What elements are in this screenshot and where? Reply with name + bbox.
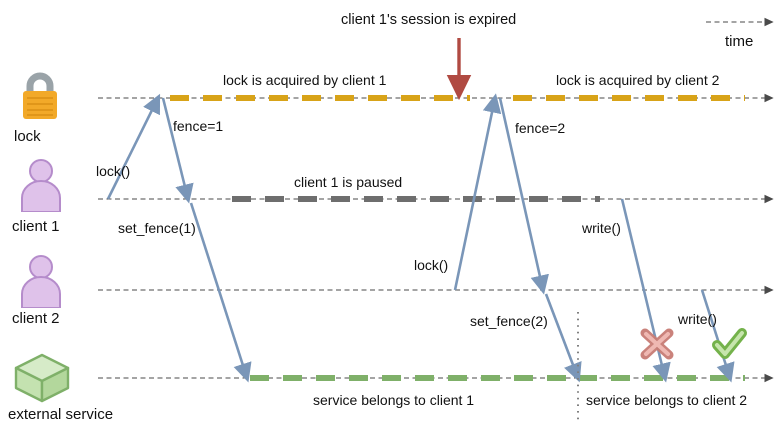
cube-icon: [12, 352, 72, 409]
segment-label-lock-client2: lock is acquired by client 2: [556, 72, 720, 88]
segment-label-service-client1: service belongs to client 1: [313, 392, 475, 408]
segment-label-client1-paused: client 1 is paused: [294, 174, 403, 190]
expired-annotation-label: client 1's session is expired: [341, 12, 517, 28]
message-label-set-fence-1: set_fence(1): [118, 220, 196, 236]
arrow-fence2-response: [498, 97, 549, 295]
segment-label-service-client2: service belongs to client 2: [586, 392, 748, 408]
arrow-lock2-request: [453, 93, 502, 291]
message-label-set-fence-2: set_fence(2): [470, 313, 548, 329]
lane-label-client-2: client 2: [12, 310, 60, 327]
padlock-icon: [14, 70, 66, 129]
person-icon: [16, 158, 66, 217]
lane-label-external-service: external service: [8, 406, 114, 423]
lane-label-client-1: client 1: [12, 218, 60, 235]
lane-label-lock: lock: [14, 128, 41, 145]
arrow-write-client2: [700, 289, 735, 383]
message-label-fence1-response: fence=1: [173, 118, 224, 134]
arrow-set-fence-2: [544, 293, 582, 383]
time-axis-label: time: [725, 33, 754, 50]
message-label-write-client1: write(): [582, 220, 621, 236]
message-label-lock2-request: lock(): [414, 257, 449, 273]
lane-state-segments: [170, 95, 745, 381]
check-icon: [712, 328, 747, 359]
message-label-write-client2: write(): [678, 311, 717, 327]
message-arrows: [106, 93, 735, 383]
arrow-fence1-response: [161, 97, 194, 204]
segment-label-lock-client1: lock is acquired by client 1: [223, 72, 387, 88]
arrow-set-fence-1: [189, 202, 252, 383]
arrow-lock1-request: [106, 93, 161, 200]
message-label-fence2-response: fence=2: [515, 120, 566, 136]
cross-icon: [640, 328, 674, 360]
message-label-lock1-request: lock(): [96, 163, 131, 179]
person-icon: [16, 254, 66, 313]
